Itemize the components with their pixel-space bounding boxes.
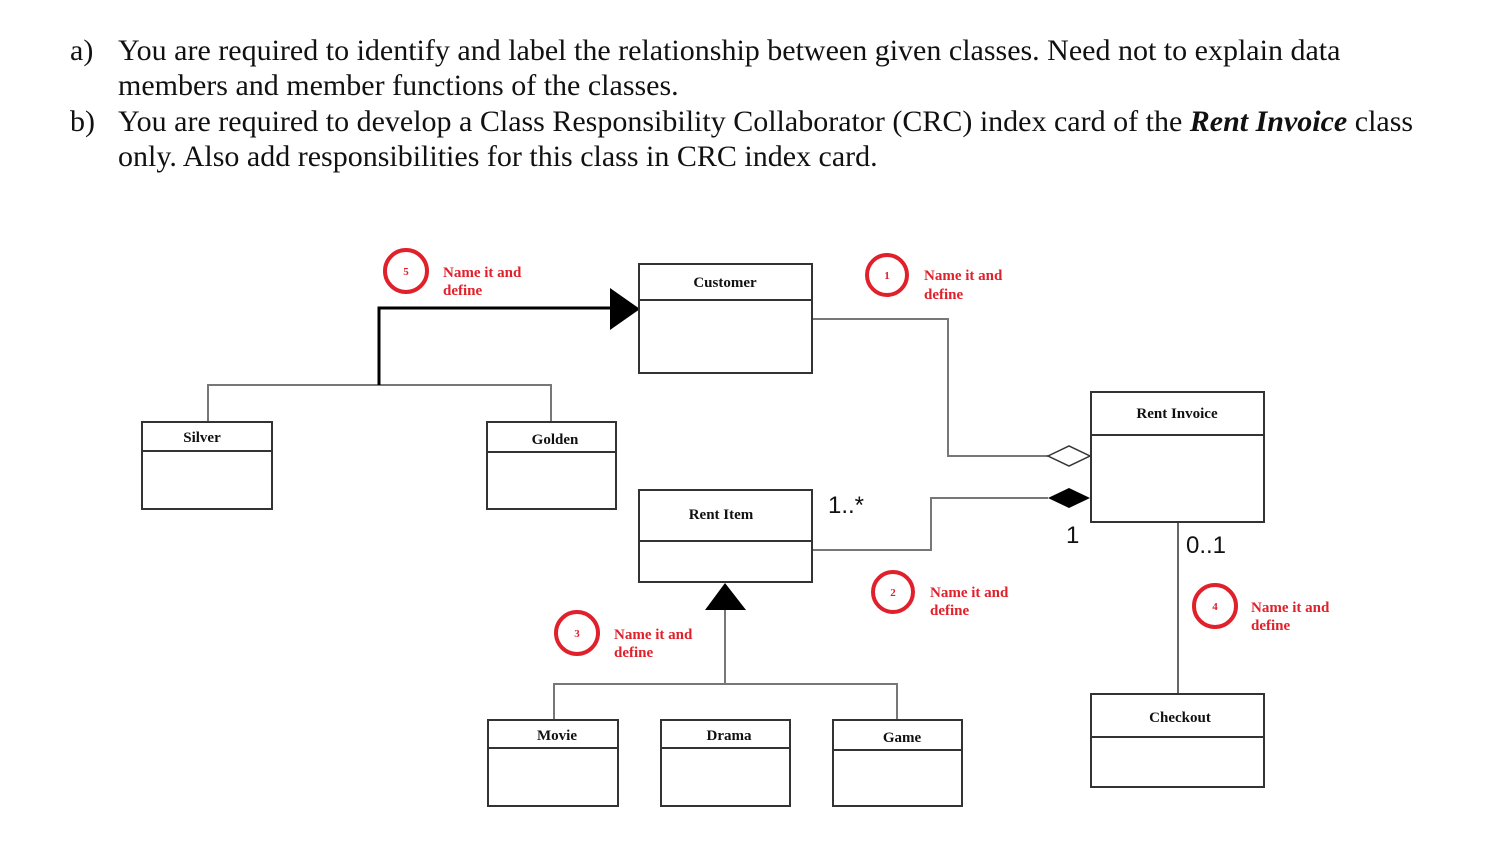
question-b-line2: only. Also add responsibilities for this… <box>118 140 878 173</box>
class-name-movie: Movie <box>537 728 577 744</box>
question-a-text: You are required to identify and label t… <box>118 33 1448 103</box>
annotation-1-line1: Name it and <box>924 268 1003 284</box>
annotation-1-line2: define <box>924 287 964 303</box>
annotation-3-line2: define <box>614 645 654 661</box>
class-movie: Movie <box>487 719 619 807</box>
annotation-2-circle <box>871 570 915 614</box>
question-b-emphasis: Rent Invoice <box>1189 105 1348 138</box>
annotation-5-number: 5 <box>403 266 409 278</box>
inheritance-arrow-rent-item <box>705 583 746 610</box>
annotation-5-circle <box>383 248 429 294</box>
class-name-game: Game <box>883 730 922 746</box>
question-b-text: You are required to develop a Class Resp… <box>118 104 1448 174</box>
aggregation-diamond <box>1046 445 1092 467</box>
annotation-4-line2: define <box>1251 618 1291 634</box>
generalization-line-customer <box>377 306 610 385</box>
aggregation-line <box>812 318 1048 457</box>
annotation-4-circle <box>1192 583 1238 629</box>
annotation-5: 5 Name it and define <box>383 248 522 299</box>
class-name-drama: Drama <box>707 728 752 744</box>
class-name-golden: Golden <box>532 432 579 448</box>
annotation-2-line2: define <box>930 603 970 619</box>
annotation-1-number: 1 <box>884 270 890 282</box>
generalization-branch-rent-item <box>553 683 898 720</box>
class-checkout: Checkout <box>1090 693 1265 788</box>
annotation-4-line1: Name it and <box>1251 600 1330 616</box>
annotation-3-circle <box>554 610 600 656</box>
annotation-2: 2 Name it and define <box>871 570 1009 619</box>
class-silver: Silver <box>141 421 273 510</box>
class-name-checkout: Checkout <box>1149 710 1211 726</box>
class-name-customer: Customer <box>693 275 757 291</box>
annotation-5-line2: define <box>443 283 483 299</box>
class-golden: Golden <box>486 421 617 510</box>
annotation-2-line1: Name it and <box>930 585 1009 601</box>
annotation-5-line1: Name it and <box>443 265 522 281</box>
question-a-label: a) <box>70 34 94 67</box>
question-a-line1: You are required to identify and label t… <box>118 34 1341 67</box>
question-b-line1-after: class <box>1354 105 1414 138</box>
composition-line <box>812 497 1048 551</box>
class-name-silver: Silver <box>183 430 221 446</box>
class-drama: Drama <box>660 719 791 807</box>
composition-diamond <box>1048 488 1090 508</box>
class-name-rent-item: Rent Item <box>689 507 754 523</box>
annotation-3-number: 3 <box>574 628 580 640</box>
multiplicity-checkout: 0..1 <box>1186 532 1226 559</box>
class-customer: Customer <box>638 263 813 374</box>
class-rent-item: Rent Item <box>638 489 813 583</box>
annotation-1: 1 Name it and define <box>865 253 1003 303</box>
annotation-1-circle <box>865 253 909 297</box>
multiplicity-invoice: 1 <box>1066 522 1079 549</box>
question-b-label: b) <box>70 105 95 138</box>
annotation-3-line1: Name it and <box>614 627 693 643</box>
annotation-3: 3 Name it and define <box>554 610 693 661</box>
annotation-4-number: 4 <box>1212 601 1218 613</box>
class-name-rent-invoice: Rent Invoice <box>1136 406 1218 422</box>
multiplicity-rent-item: 1..* <box>828 492 864 519</box>
generalization-branch-silver-golden <box>207 384 552 422</box>
annotation-2-number: 2 <box>890 587 896 599</box>
question-a-line2: members and member functions of the clas… <box>118 69 679 102</box>
class-rent-invoice: Rent Invoice <box>1090 391 1265 523</box>
class-game: Game <box>832 719 963 807</box>
question-b-line1-before: You are required to develop a Class Resp… <box>118 105 1183 138</box>
inheritance-arrow-customer <box>610 288 640 330</box>
annotation-4: 4 Name it and define <box>1192 583 1330 634</box>
